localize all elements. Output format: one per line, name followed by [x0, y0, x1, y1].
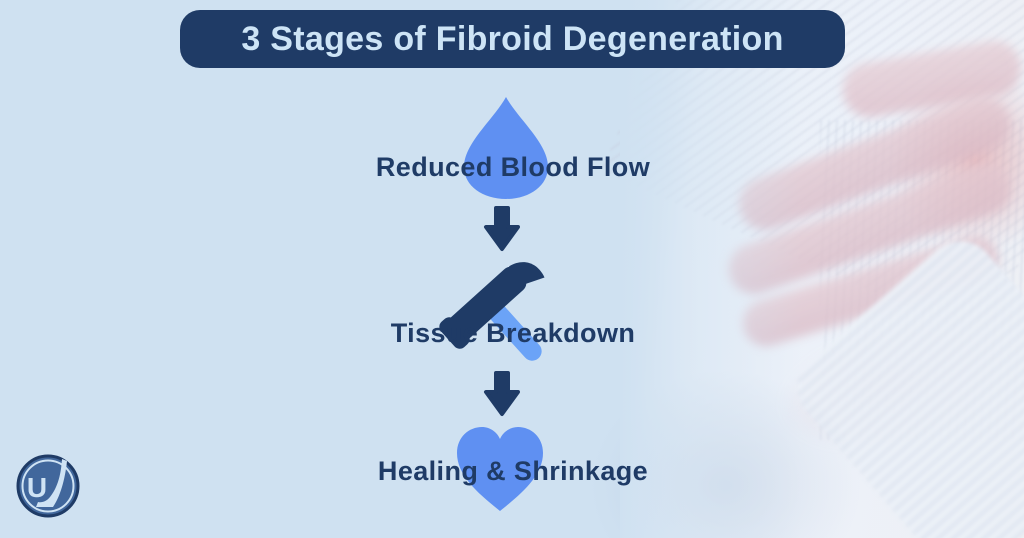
sweater-cuff-shape — [782, 226, 1024, 538]
leg-icon — [36, 459, 67, 507]
down-arrow-icon — [484, 206, 520, 251]
stage-label-healing-shrinkage: Healing & Shrinkage — [377, 456, 649, 486]
fabric-shadow-shape — [590, 370, 860, 538]
hand-finger-shape — [737, 230, 1004, 352]
title-banner: 3 Stages of Fibroid Degeneration — [180, 10, 845, 68]
heart-icon — [457, 427, 543, 511]
stage-label-tissue-breakdown: Tissue Breakdown — [390, 318, 636, 348]
hand-finger-shape — [721, 157, 1018, 301]
lower-hand-shape — [767, 302, 1014, 469]
sweater-rib-texture-side — [820, 120, 1024, 440]
hammer-icon — [439, 262, 545, 361]
down-arrow-icon — [484, 371, 520, 416]
logo-letter: U — [27, 472, 47, 503]
uv-brand-logo: U — [16, 454, 80, 518]
hand-thumb-shape — [838, 36, 1024, 122]
water-drop-icon — [464, 97, 548, 199]
page-title: 3 Stages of Fibroid Degeneration — [241, 19, 784, 58]
stage-label-reduced-blood-flow: Reduced Blood Flow — [375, 152, 651, 182]
pain-glow-highlight — [855, 30, 1024, 290]
background-photo-woman-holding-hip — [590, 0, 1024, 538]
hand-finger-shape — [731, 90, 1018, 238]
